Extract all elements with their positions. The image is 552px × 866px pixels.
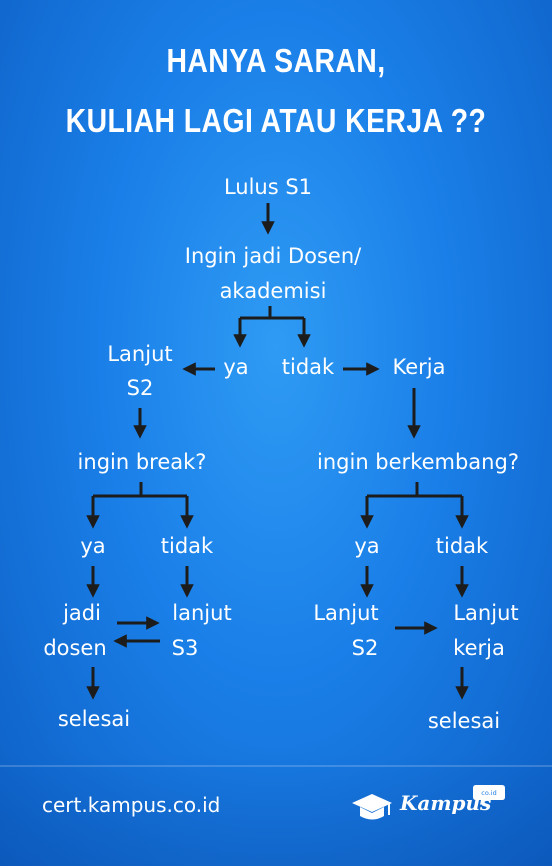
node-lanjut-s3-line2: S3 — [171, 636, 199, 660]
footer-divider — [0, 765, 552, 767]
node-left-ya: ya — [80, 534, 106, 558]
graduation-cap-icon — [352, 794, 392, 820]
node-berkembang-question: ingin berkembang? — [317, 450, 519, 474]
kampus-logo: Kampus co.id — [350, 785, 510, 835]
node-break-question: ingin break? — [77, 450, 207, 474]
title-line-2: KULIAH LAGI ATAU KERJA ?? — [65, 102, 487, 139]
branch-break-question — [93, 482, 187, 498]
node-dosen-question-line1: Ingin jadi Dosen/ — [184, 244, 362, 268]
node-right-lanjut-s2-line2: S2 — [351, 636, 379, 660]
node-jadi-dosen-line2: dosen — [43, 636, 107, 660]
brand-badge-text: co.id — [481, 789, 496, 797]
node-lanjut-kerja-line1: Lanjut — [453, 601, 519, 625]
branch-dosen-question — [240, 306, 304, 320]
node-right-tidak: tidak — [435, 534, 489, 558]
node-lanjut-s2-line2: S2 — [126, 376, 154, 400]
node-lanjut-s2-line1: Lanjut — [107, 342, 173, 366]
node-selesai-left: selesai — [57, 707, 131, 731]
node-right-ya: ya — [354, 534, 380, 558]
node-jadi-dosen-line1: jadi — [63, 601, 101, 625]
footer-band — [0, 752, 552, 866]
node-ya: ya — [223, 355, 249, 379]
node-lanjut-kerja-line2: kerja — [453, 636, 505, 660]
node-kerja: Kerja — [392, 355, 446, 379]
node-right-lanjut-s2-line1: Lanjut — [313, 601, 379, 625]
branch-berkembang-question — [367, 482, 462, 498]
footer-url: cert.kampus.co.id — [42, 793, 221, 817]
node-dosen-question-line2: akademisi — [219, 279, 327, 303]
title-line-1: HANYA SARAN, — [166, 42, 386, 79]
node-tidak: tidak — [281, 355, 335, 379]
speech-bubble-icon: co.id — [473, 785, 505, 805]
node-left-tidak: tidak — [160, 534, 214, 558]
node-lulus-s1: Lulus S1 — [223, 175, 313, 199]
node-lanjut-s3-line1: lanjut — [172, 601, 232, 625]
node-selesai-right: selesai — [427, 709, 501, 733]
